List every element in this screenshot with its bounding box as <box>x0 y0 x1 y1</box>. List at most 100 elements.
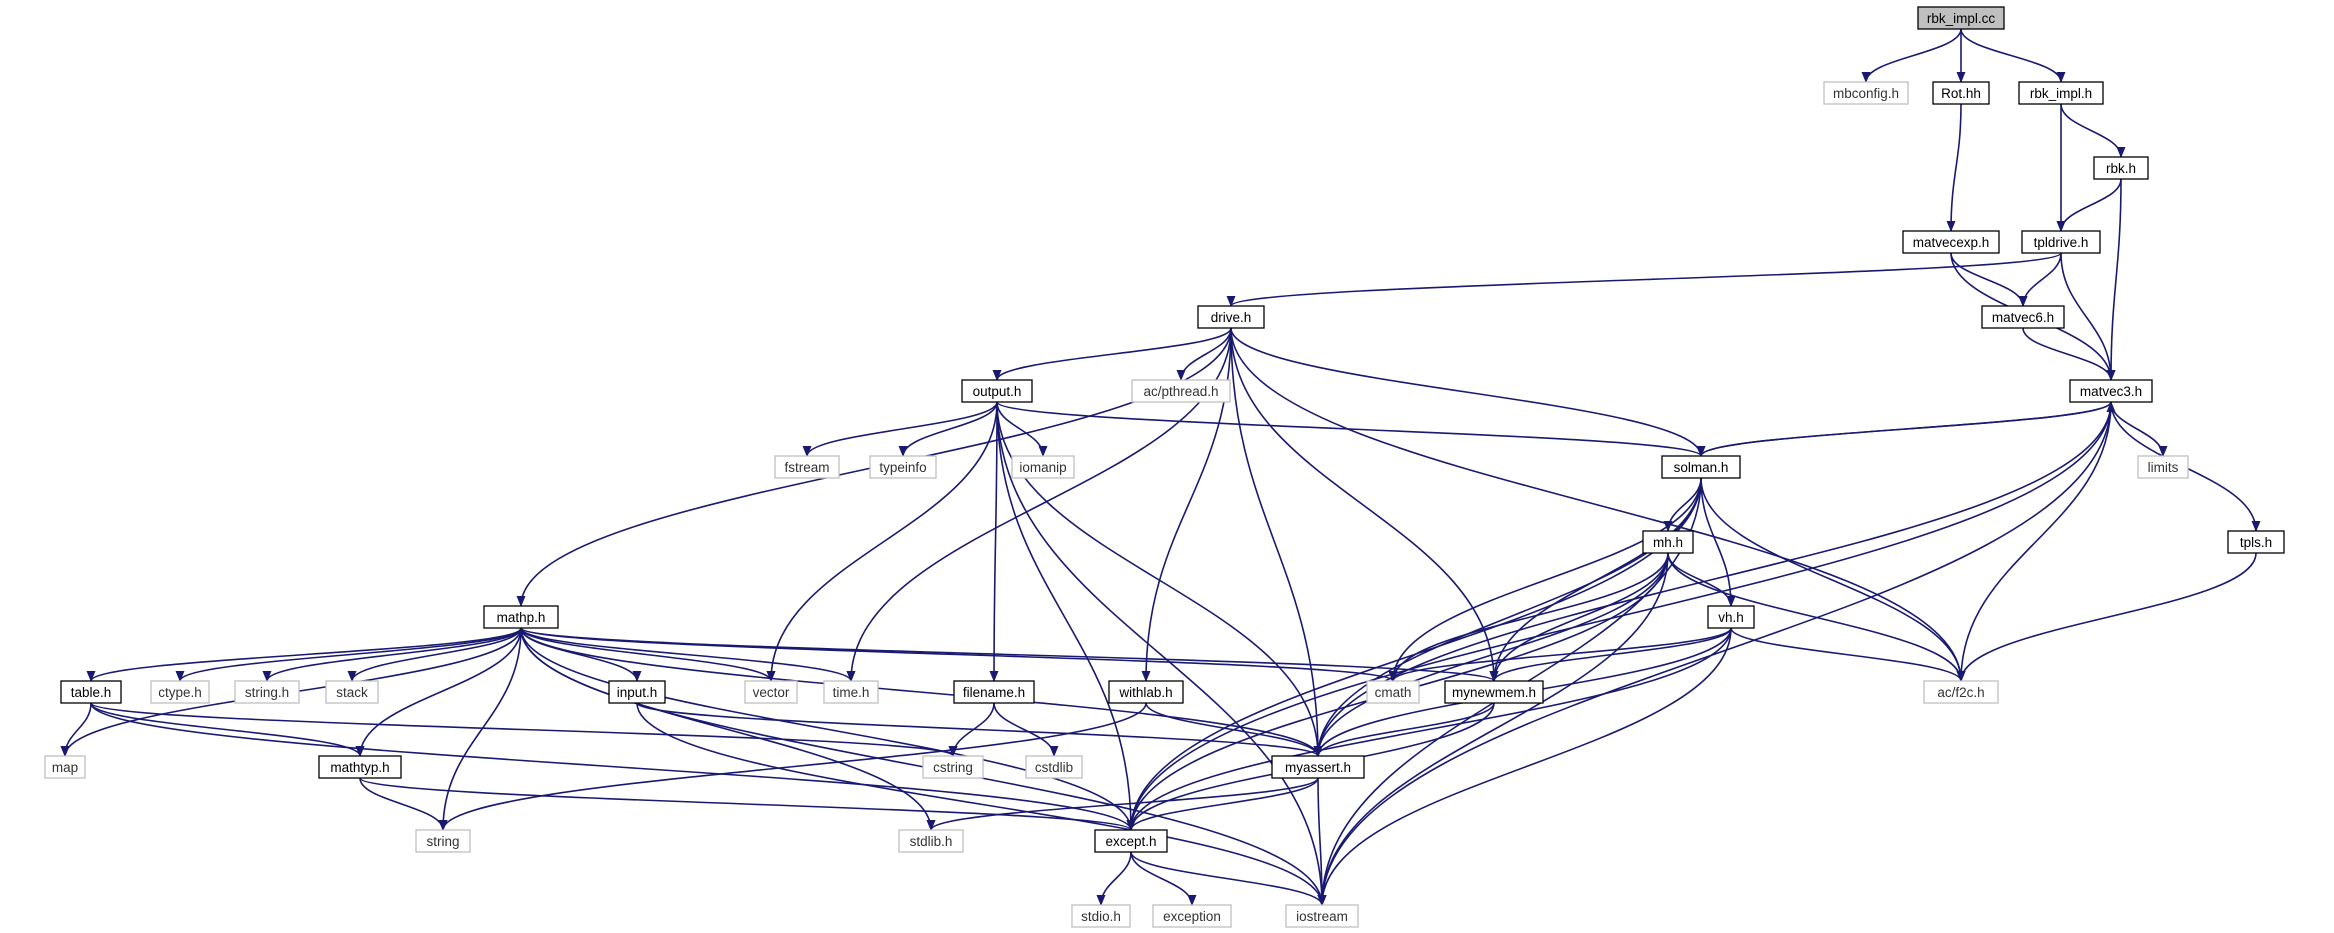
include-edge-mh_h-to-myassert_h <box>1313 552 1669 757</box>
node-label: typeinfo <box>879 460 926 475</box>
node-rbk-impl-h[interactable]: rbk_impl.h <box>2018 81 2104 105</box>
node-limits: limits <box>2137 455 2189 479</box>
edge-arrow <box>1126 401 2112 831</box>
node-mathp-h[interactable]: mathp.h <box>483 605 559 629</box>
include-edge-matvec3_h-to-iostream <box>1317 401 2112 906</box>
node-mh-h[interactable]: mh.h <box>1642 530 1694 554</box>
node-box <box>608 680 666 704</box>
edge-arrow <box>636 702 1323 757</box>
node-mathtyp-h[interactable]: mathtyp.h <box>318 755 402 779</box>
include-edge-solman_h-to-matvec3_h <box>1700 401 2116 457</box>
edge-arrow <box>1960 28 2066 83</box>
node-label: matvec3.h <box>2080 384 2142 399</box>
edge-arrow <box>1313 702 1495 757</box>
include-edge-mathp_h-to-mynewmem_h <box>520 627 1499 682</box>
edge-arrow <box>1313 401 2112 757</box>
node-string: string <box>415 829 471 853</box>
edge-arrow <box>766 401 998 682</box>
include-edge-mathp_h-to-iostream <box>520 627 1327 906</box>
edges-layer <box>60 28 2261 906</box>
node-box <box>1271 755 1365 779</box>
node-rbk-h[interactable]: rbk.h <box>2093 156 2149 180</box>
node-box <box>1197 305 1265 329</box>
node-label: iostream <box>1296 909 1348 924</box>
edge-arrow <box>993 702 1059 757</box>
node-box <box>1902 230 2000 254</box>
node-withlab-h[interactable]: withlab.h <box>1108 680 1184 704</box>
include-edge-mathp_h-to-time_h <box>520 627 856 682</box>
node-label: string <box>426 834 459 849</box>
node-matvecexp-h[interactable]: matvecexp.h <box>1902 230 2000 254</box>
include-edge-mh_h-to-ac_f2c_h <box>1667 552 1966 682</box>
include-edge-withlab_h-to-string <box>438 702 1147 831</box>
include-edge-mathtyp_h-to-string <box>359 777 448 831</box>
include-edge-mh_h-to-cmath <box>1388 552 1669 682</box>
include-edge-rot_hh-to-matvecexp_h <box>1946 103 1962 232</box>
include-edge-drive_h-to-mynewmem_h <box>1230 327 1499 682</box>
node-rbk-impl-cc[interactable]: rbk_impl.cc <box>1917 6 2005 30</box>
node-table-h[interactable]: table.h <box>60 680 122 704</box>
edge-arrow <box>1946 103 1962 232</box>
edge-arrow <box>175 627 522 682</box>
node-tpldrive-h[interactable]: tpldrive.h <box>2021 230 2101 254</box>
node-label: stack <box>336 685 368 700</box>
node-box <box>415 829 471 853</box>
include-edge-tpldrive_h-to-matvec6_h <box>2018 252 2062 307</box>
node-label: ctype.h <box>158 685 202 700</box>
include-edge-mathp_h-to-except_h <box>520 627 1136 831</box>
node-solman-h[interactable]: solman.h <box>1661 455 1741 479</box>
node-label: map <box>52 760 78 775</box>
edge-arrow <box>355 627 522 757</box>
node-box <box>823 680 879 704</box>
node-box <box>1923 680 1999 704</box>
include-edge-mathtyp_h-to-except_h <box>359 777 1136 831</box>
node-except-h[interactable]: except.h <box>1094 829 1168 853</box>
node-box <box>898 829 964 853</box>
edge-arrow <box>996 401 1048 457</box>
include-edge-myassert_h-to-iostream <box>1317 777 1327 906</box>
node-label: input.h <box>617 685 658 700</box>
edge-arrow <box>2056 178 2122 232</box>
node-box <box>325 680 379 704</box>
node-filename-h[interactable]: filename.h <box>953 680 1035 704</box>
node-stack: stack <box>325 680 379 704</box>
node-vh-h[interactable]: vh.h <box>1707 605 1755 629</box>
edge-arrow <box>60 702 92 757</box>
node-box <box>1661 455 1741 479</box>
node-label: time.h <box>833 685 870 700</box>
edge-arrow <box>1700 477 1736 607</box>
node-fstream: fstream <box>774 455 840 479</box>
node-ac-f2c-h: ac/f2c.h <box>1923 680 1999 704</box>
include-edge-mathp_h-to-string <box>438 627 522 831</box>
node-output-h[interactable]: output.h <box>961 379 1033 403</box>
node-label: cmath <box>1375 685 1412 700</box>
node-input-h[interactable]: input.h <box>608 680 666 704</box>
include-edge-matvec3_h-to-ac_f2c_h <box>1956 401 2112 682</box>
include-edge-rbk_h-to-tpldrive_h <box>2056 178 2122 232</box>
include-edge-tpls_h-to-ac_f2c_h <box>1956 552 2257 682</box>
node-matvec3-h[interactable]: matvec3.h <box>2069 379 2153 403</box>
include-edge-matvecexp_h-to-matvec6_h <box>1950 252 2028 307</box>
edge-arrow <box>996 401 1706 457</box>
include-edge-rbk_impl_cc-to-mbconfig_h <box>1861 28 1962 83</box>
node-box <box>2021 230 2101 254</box>
node-label: matvecexp.h <box>1913 235 1990 250</box>
node-mynewmem-h[interactable]: mynewmem.h <box>1444 680 1544 704</box>
include-edge-output_h-to-filename_h <box>989 401 999 682</box>
node-label: stdlib.h <box>910 834 953 849</box>
include-edge-vh_h-to-cmath <box>1388 627 1732 682</box>
edge-arrow <box>2060 103 2126 158</box>
node-tpls-h[interactable]: tpls.h <box>2227 530 2285 554</box>
node-exception: exception <box>1152 904 1232 928</box>
node-cmath: cmath <box>1366 680 1420 704</box>
node-rot-hh[interactable]: Rot.hh <box>1932 81 1990 105</box>
edge-arrow <box>1230 327 1323 757</box>
node-matvec6-h[interactable]: matvec6.h <box>1981 305 2065 329</box>
node-drive-h[interactable]: drive.h <box>1197 305 1265 329</box>
node-label: rbk_impl.cc <box>1927 11 1996 26</box>
edge-arrow <box>1226 252 2062 307</box>
include-edge-except_h-to-stdio_h <box>1096 851 1132 906</box>
include-edge-except_h-to-iostream <box>1130 851 1327 906</box>
node-myassert-h[interactable]: myassert.h <box>1271 755 1365 779</box>
edge-arrow <box>1861 28 1962 83</box>
